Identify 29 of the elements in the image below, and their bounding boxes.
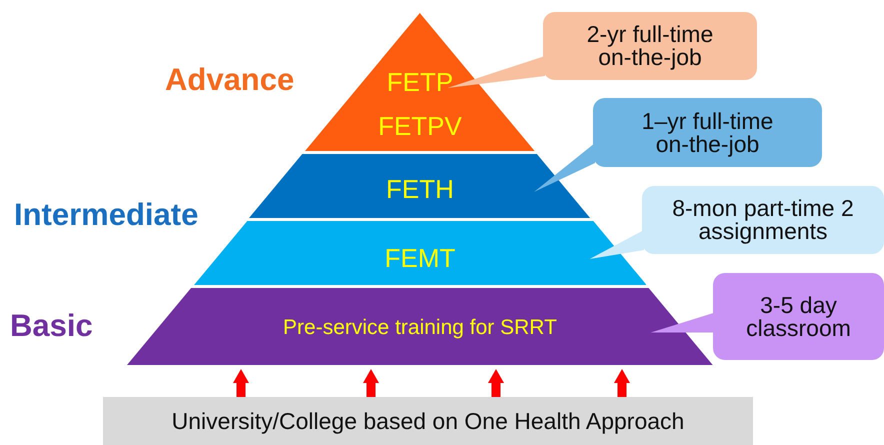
speech-bubble: [642, 186, 884, 254]
callout-text: 2-yr full-time on-the-job: [586, 23, 714, 69]
arrow: [488, 369, 504, 397]
tier-label: FETP: [386, 68, 454, 96]
arrow: [233, 369, 249, 397]
level-label: Advance: [165, 62, 294, 98]
callout-text: 8-mon part-time 2 assignments: [671, 197, 855, 243]
level-label: Intermediate: [14, 197, 198, 233]
arrow: [363, 369, 379, 397]
callout-text: 1–yr full-time on-the-job: [640, 110, 774, 156]
foundation-box: [103, 397, 753, 445]
callout-tail: [650, 312, 715, 332]
tier-label: FEMT: [384, 244, 456, 273]
pyramid-tier: [127, 288, 713, 365]
speech-bubble: [593, 98, 822, 167]
pyramid-tier: [305, 13, 535, 151]
tier-label: FETPV: [378, 112, 462, 141]
speech-bubble: [543, 12, 757, 80]
callout-tail: [534, 143, 595, 192]
speech-bubble: [713, 273, 884, 360]
level-label: Basic: [10, 308, 93, 344]
tier-label: FETH: [386, 175, 454, 204]
callout-tail: [590, 230, 644, 259]
tier-label: Pre-service training for SRRT: [283, 316, 557, 339]
callout-text: 3-5 day classroom: [745, 294, 852, 340]
foundation-text: University/College based on One Health Approach: [172, 408, 684, 434]
pyramid-tier: [249, 154, 591, 218]
callout-tail: [447, 56, 545, 88]
arrow: [614, 369, 630, 397]
